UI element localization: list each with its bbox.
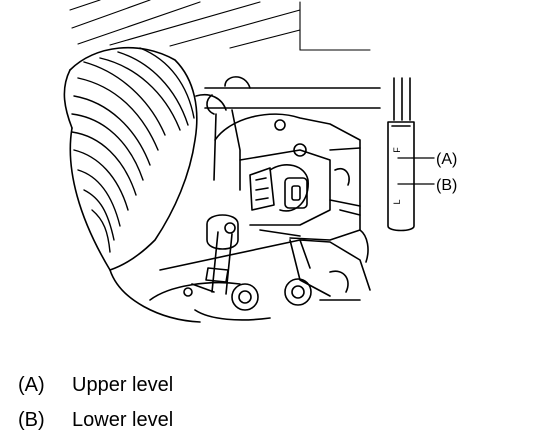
- legend-text: Lower level: [72, 409, 174, 431]
- air-intake-hose: [63, 46, 198, 271]
- background-hatching: [69, 0, 371, 51]
- upper-pipes: [195, 76, 381, 191]
- gauge-mark-low: L: [392, 199, 402, 204]
- legend-tag: (A): [18, 374, 45, 396]
- legend-tag: (B): [18, 409, 45, 431]
- callout-b: (B): [436, 177, 457, 194]
- level-mark-leaders: [397, 157, 435, 185]
- alternator-bracket: [214, 113, 361, 241]
- engine-bay-illustration: F L (A) (B): [63, 0, 457, 323]
- gauge-mark-full: F: [392, 147, 402, 153]
- callout-a: (A): [436, 151, 457, 168]
- dipstick-gauge: [387, 77, 415, 232]
- legend-text: Upper level: [72, 374, 174, 396]
- lower-block: [109, 209, 371, 323]
- legend-item-upper-level: (A) Upper level: [18, 373, 173, 397]
- legend-item-lower-level: (B) Lower level: [18, 408, 173, 432]
